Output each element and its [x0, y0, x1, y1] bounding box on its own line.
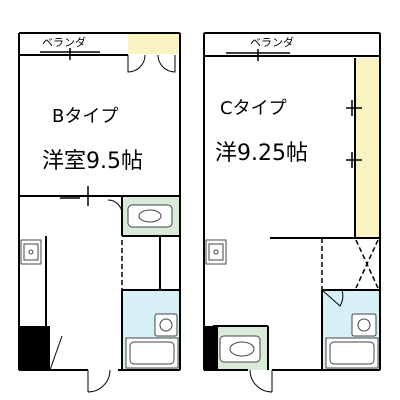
plan-b-kitchen-sink: [20, 239, 42, 265]
plan-c-toilet-fixture: [219, 335, 261, 363]
plan-c-type-label: Cタイプ: [220, 98, 287, 119]
plan-b-storage-doors: [127, 54, 176, 73]
plan-b-toilet-door: [107, 199, 123, 215]
plan-c-entrance-door: [249, 369, 273, 393]
plan-b-type-label: Bタイプ: [52, 106, 118, 127]
plan-c-kitchen-sink: [205, 239, 227, 265]
plan-b-room-door: [60, 186, 100, 206]
plan-b-balcony-label: ベランダ: [42, 35, 86, 49]
plan-b-balcony-window: [40, 48, 100, 60]
plan-b-storage-area: [128, 34, 180, 54]
plan-b-entrance: [19, 326, 50, 370]
plan-c-balcony-window: [226, 49, 290, 61]
plan-c-entrance: [204, 326, 218, 370]
plan-b-room-label: 洋室9.5帖: [42, 149, 143, 174]
plan-b-toilet-fixture: [127, 204, 173, 228]
plan-c-storage-area: [355, 58, 379, 238]
plan-c-washbasin: [351, 313, 377, 337]
plan-c-storage-doors: [346, 100, 362, 168]
plan-c-balcony-label: ベランダ: [250, 35, 294, 49]
plan-c: ベランダ Cタイプ 洋9.25帖: [203, 32, 381, 393]
plan-c-dashed-lines: [321, 238, 379, 290]
plan-b: ベランダ Bタイプ 洋室9.5帖: [18, 32, 181, 393]
plan-b-bathtub: [125, 337, 179, 369]
plan-c-bathtub: [325, 337, 379, 369]
plan-c-room-label: 洋9.25帖: [215, 141, 308, 166]
plan-c-bath-door: [321, 289, 344, 307]
plan-b-entrance-door: [49, 335, 111, 393]
plan-b-washbasin: [154, 313, 178, 337]
